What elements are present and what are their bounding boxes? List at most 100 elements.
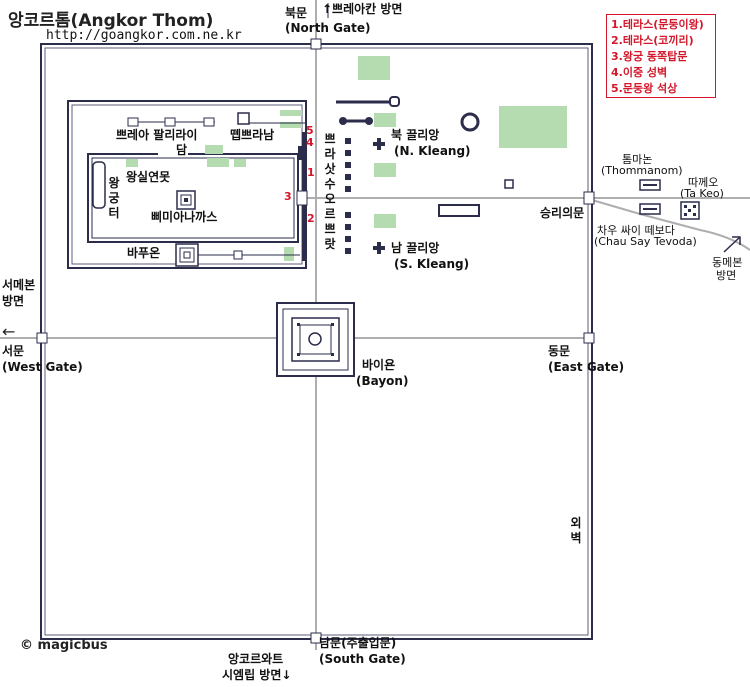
thommanon-en: (Thommanom) — [601, 164, 683, 177]
map-title: 앙코르톰(Angkor Thom) — [8, 11, 214, 31]
pond-5 — [280, 110, 302, 116]
baphuon-outer — [175, 243, 199, 267]
legend-item-2: 2.테라스(코끼리) — [611, 34, 694, 47]
angkor-wat-label-1: 앙코르와트 — [228, 652, 284, 666]
bayon-gallery — [299, 324, 332, 355]
thommanon-ko: 톰마논 — [622, 153, 653, 166]
outer-wall-label: 외 벽 — [569, 516, 583, 546]
chau-say-ko: 차우 싸이 떼보다 — [597, 224, 675, 237]
terrace-leper-king — [302, 132, 306, 192]
north-green-3 — [374, 163, 396, 177]
north-kleang-dot-b — [365, 117, 373, 125]
preah-palilay-gate1 — [127, 117, 139, 127]
north-green-2 — [374, 113, 396, 127]
pond-3 — [207, 158, 229, 167]
copyright-icon: © — [20, 638, 33, 653]
east-gate-mark — [583, 332, 595, 344]
bayon-central-tower — [308, 332, 322, 346]
bayon-corner-towers — [297, 323, 334, 356]
site-url[interactable]: http://goangkor.com.ne.kr — [46, 28, 242, 43]
baphuon-core — [183, 251, 191, 259]
palace-east-gopura — [296, 190, 308, 206]
ta-keo-en: (Ta Keo) — [680, 187, 724, 200]
south-kleang-ko: 남 끌리앙 — [391, 241, 440, 255]
east-mebon-arrowhead — [732, 236, 741, 245]
baphuon-label: 바푸온 — [127, 246, 161, 260]
phimeanakas-label: 삐미아나까스 — [151, 210, 218, 224]
outer-wall-char: 벽 — [570, 531, 582, 545]
north-kleang-dot-a — [339, 117, 347, 125]
baphuon-mid — [179, 247, 195, 263]
north-kleang-ko: 북 끌리앙 — [391, 128, 440, 142]
suor-prat-char: 오 — [324, 192, 336, 206]
north-kleang-en: (N. Kleang) — [394, 144, 471, 158]
suor-prat-char: 삿 — [324, 162, 336, 176]
west-arrow-icon: ← — [2, 322, 16, 341]
south-kleang-cross-icon — [373, 242, 385, 254]
east-green-1 — [499, 106, 567, 148]
royal-pond — [92, 161, 106, 209]
prasat-suor-prat-towers — [345, 138, 351, 254]
marker-5: 5 — [306, 124, 314, 137]
marker-4: 4 — [306, 136, 314, 149]
east-road-curve — [591, 199, 750, 251]
victory-gate-mark — [583, 191, 595, 205]
tep-pranam-mark — [237, 112, 250, 125]
east-mebon-label-1: 동메본 — [712, 256, 743, 269]
north-terrace-end — [389, 96, 400, 107]
legend-item-4: 4.이중 성벽 — [611, 66, 668, 79]
suor-prat-char: 수 — [324, 177, 336, 191]
legend-item-3: 3.왕궁 동쪽탑문 — [611, 50, 688, 63]
pond-1 — [126, 159, 138, 167]
south-gate-mark — [310, 632, 322, 644]
baphuon-gate — [233, 250, 243, 260]
ta-keo-dots — [684, 205, 696, 216]
marker-3: 3 — [284, 190, 292, 203]
terrace-elephants — [302, 205, 306, 261]
legend-item-1: 1.테라스(문둥이왕) — [611, 18, 704, 31]
palace-north-wall-segment — [158, 153, 188, 156]
tep-pranam-label: 뗍쁘라남 — [230, 128, 275, 142]
royal-palace-char: 궁 — [108, 191, 120, 205]
angkor-wat-label-2: 시엠립 방면↓ — [222, 668, 292, 682]
preah-palilay-gate2 — [164, 117, 176, 127]
suor-prat-char: 르 — [324, 207, 336, 221]
west-gate-en: (West Gate) — [2, 360, 83, 374]
phimeanakas-core — [184, 198, 188, 202]
east-gate-ko: 동문 — [548, 344, 571, 358]
east-gate-en: (East Gate) — [548, 360, 625, 374]
preah-palilay-gate3 — [203, 117, 215, 127]
south-kleang-building — [438, 204, 480, 217]
pond-7 — [284, 247, 294, 261]
bayon-en: (Bayon) — [356, 374, 409, 388]
preah-pithu-circle — [460, 112, 480, 132]
phimeanakas-mid — [180, 194, 192, 206]
bayon-mid — [282, 308, 349, 371]
suor-prat-char: 쁘 — [324, 222, 336, 236]
suor-prat-char: 쁘 — [324, 132, 336, 146]
south-gate-ko: 남문(주출입문) — [319, 636, 397, 650]
prasat-suor-prat-label: 쁘 라 삿 수 오 르 쁘 랏 — [323, 132, 337, 252]
west-baray-label-2: 방면 — [2, 294, 25, 308]
suor-prat-char: 랏 — [324, 237, 336, 251]
preah-khan-direction: ↑쁘레아칸 방면 — [322, 2, 403, 16]
small-temple-mark — [504, 179, 514, 189]
north-gate-mark — [310, 38, 322, 50]
copyright-text: magicbus — [37, 638, 108, 653]
west-baray-label-1: 서메본 — [2, 278, 36, 292]
north-gate-ko: 북문 — [285, 6, 308, 20]
north-gate-en: (North Gate) — [285, 21, 371, 35]
royal-palace-char: 터 — [108, 206, 120, 220]
west-gate-mark — [36, 332, 48, 344]
royal-pond-label: 왕실연못 — [126, 170, 171, 184]
outer-wall-char: 외 — [570, 516, 582, 530]
south-gate-en: (South Gate) — [319, 652, 406, 666]
pond-4 — [234, 159, 246, 167]
east-mebon-label-2: 방면 — [716, 269, 737, 282]
pond-6 — [280, 122, 302, 128]
pond-2 — [205, 145, 223, 154]
south-kleang-en: (S. Kleang) — [394, 257, 470, 271]
legend-box: 1.테라스(문둥이왕) 2.테라스(코끼리) 3.왕궁 동쪽탑문 4.이중 성벽… — [606, 14, 716, 98]
royal-palace-inner — [91, 157, 295, 239]
